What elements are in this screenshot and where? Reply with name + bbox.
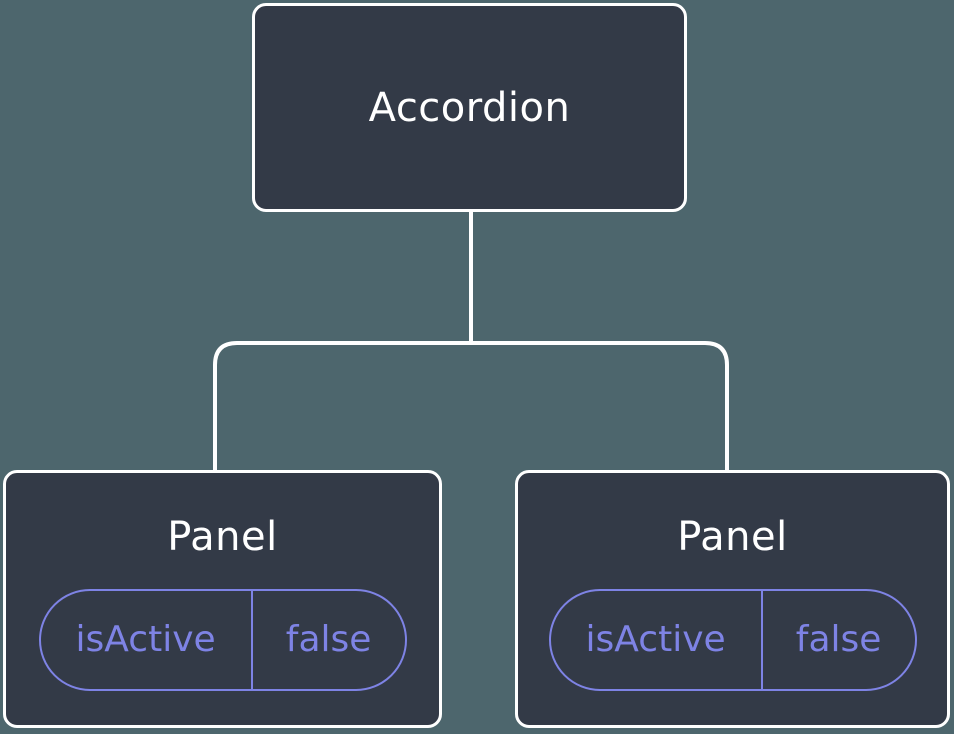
node-panel-left-label: Panel bbox=[167, 514, 278, 560]
prop-name-label: isActive bbox=[41, 591, 253, 689]
prop-value-label: false bbox=[795, 619, 882, 660]
connector-branch-line bbox=[213, 341, 729, 472]
node-panel-left: Panel isActive false bbox=[3, 470, 442, 728]
node-panel-right: Panel isActive false bbox=[515, 470, 950, 728]
node-panel-right-label: Panel bbox=[677, 514, 788, 560]
prop-name-label: isActive bbox=[551, 591, 763, 689]
node-accordion-label: Accordion bbox=[368, 84, 571, 131]
prop-pill-isactive: isActive false bbox=[548, 589, 917, 691]
prop-value-label: false bbox=[285, 619, 372, 660]
prop-pill-isactive: isActive false bbox=[38, 589, 407, 691]
node-accordion: Accordion bbox=[252, 3, 687, 212]
